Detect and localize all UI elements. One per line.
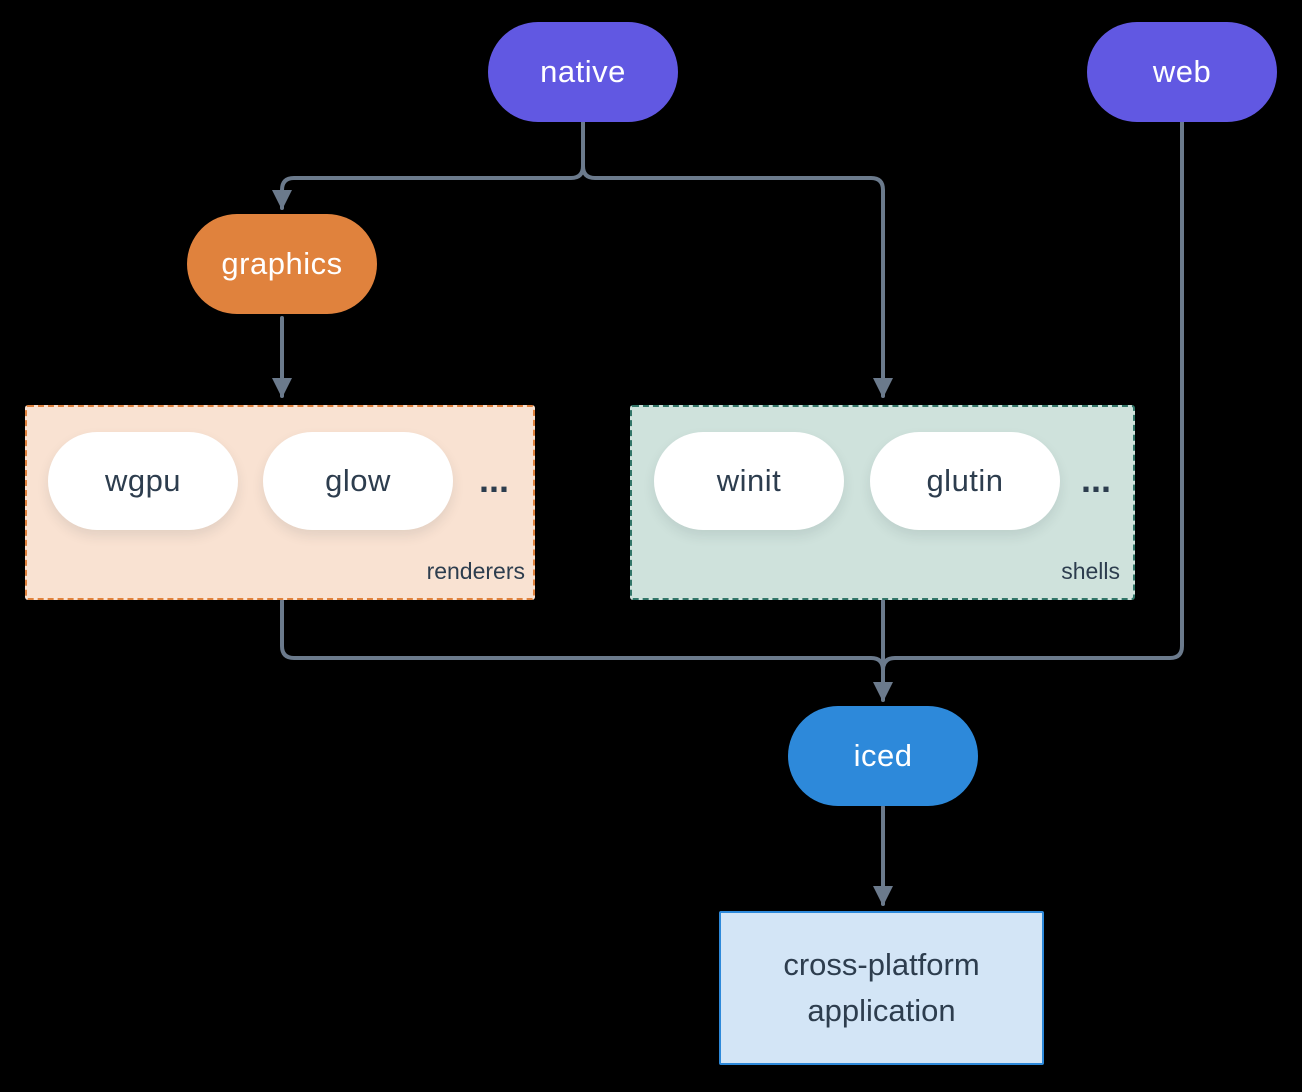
application-label-line2: application	[807, 993, 956, 1028]
node-native-label: native	[540, 54, 626, 89]
connector-native-to-shells	[581, 120, 893, 398]
node-winit-label: winit	[716, 463, 782, 498]
node-iced-label: iced	[853, 738, 913, 773]
group-shells-label: shells	[1061, 558, 1120, 584]
renderers-ellipsis: ...	[478, 459, 509, 500]
application-label-line1: cross-platform	[783, 947, 980, 982]
node-iced: iced	[788, 706, 978, 806]
node-wgpu: wgpu	[48, 432, 238, 530]
node-native: native	[488, 22, 678, 122]
node-glutin-label: glutin	[926, 463, 1004, 498]
shells-ellipsis: ...	[1080, 459, 1111, 500]
connector-renderers-to-merge	[280, 599, 885, 700]
connector-native-to-graphics	[272, 120, 585, 210]
node-glow-label: glow	[325, 463, 391, 498]
node-glutin: glutin	[870, 432, 1060, 530]
node-web: web	[1087, 22, 1277, 122]
node-graphics-label: graphics	[221, 246, 343, 281]
node-glow: glow	[263, 432, 453, 530]
node-wgpu-label: wgpu	[104, 463, 182, 498]
node-graphics: graphics	[187, 214, 377, 314]
node-web-label: web	[1152, 54, 1212, 89]
node-application: cross-platform application	[719, 911, 1044, 1065]
node-winit: winit	[654, 432, 844, 530]
group-renderers-label: renderers	[426, 558, 525, 584]
